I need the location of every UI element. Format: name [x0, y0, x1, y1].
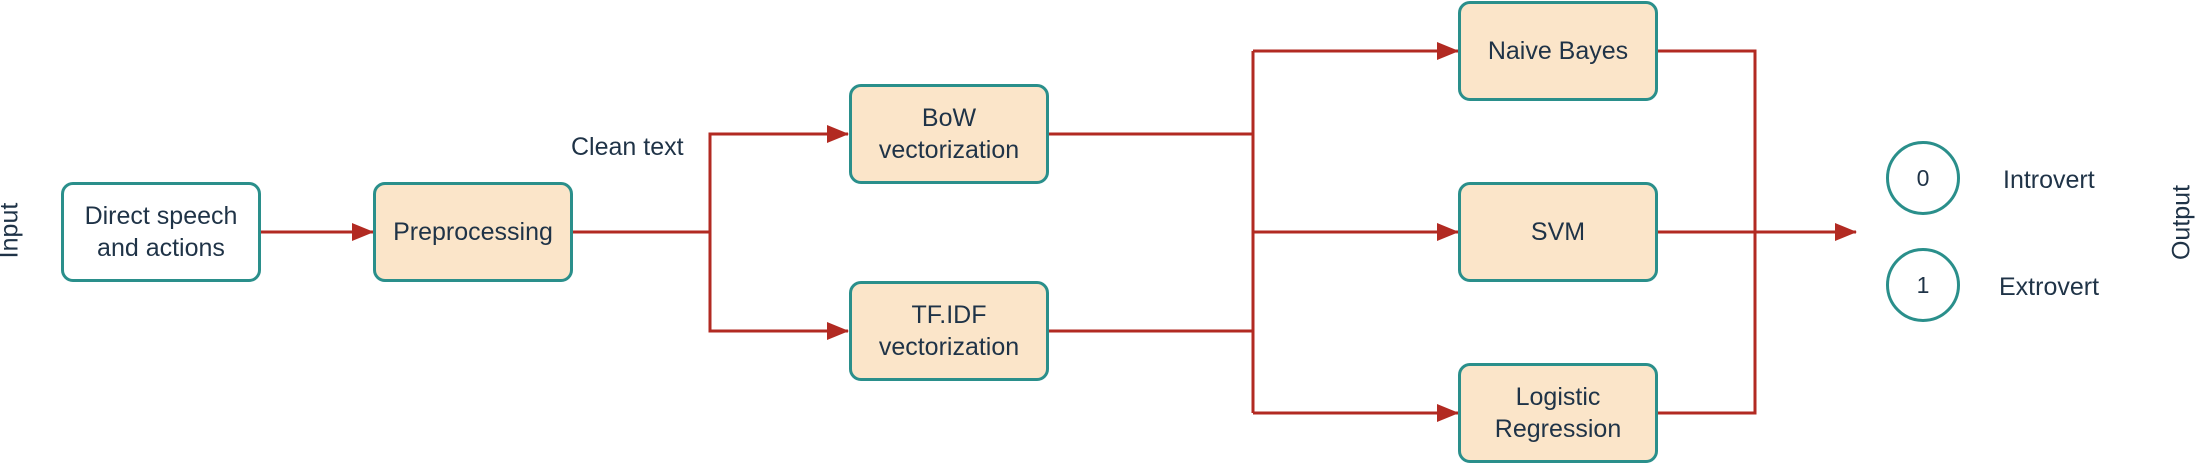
arrow-naive-bayes-to-merge: [1657, 49, 1757, 232]
output-label: Output: [2167, 184, 2196, 261]
output-label-introvert: Introvert: [2003, 166, 2095, 194]
box-preprocessing: Preprocessing: [373, 182, 573, 282]
box-logistic-regression: Logistic Regression: [1458, 363, 1658, 463]
box-svm-label: SVM: [1530, 218, 1586, 246]
box-direct-speech-label: Direct speech and actions: [84, 202, 238, 262]
arrow-preprocessing-to-tfidf: [708, 232, 849, 340]
box-preprocessing-label: Preprocessing: [393, 218, 553, 246]
box-naive-bayes-label: Naive Bayes: [1487, 37, 1629, 65]
arrow-logreg-to-merge: [1657, 232, 1757, 415]
box-naive-bayes: Naive Bayes: [1458, 1, 1658, 101]
input-label: Input: [0, 202, 24, 259]
box-svm: SVM: [1458, 182, 1658, 282]
output-code-0: 0: [1886, 141, 1960, 215]
box-direct-speech: Direct speech and actions: [61, 182, 261, 282]
box-tfidf-label: TF.IDF vectorization: [878, 301, 1020, 361]
box-bow-vectorization: BoW vectorization: [849, 84, 1049, 184]
arrow-preprocessing-to-bow: [572, 125, 849, 234]
box-logreg-label: Logistic Regression: [1494, 383, 1622, 443]
box-tfidf-vectorization: TF.IDF vectorization: [849, 281, 1049, 381]
edge-label-clean-text: Clean text: [571, 133, 684, 161]
output-code-1: 1: [1886, 248, 1960, 322]
output-label-extrovert: Extrovert: [1999, 273, 2100, 301]
box-bow-label: BoW vectorization: [878, 104, 1020, 164]
